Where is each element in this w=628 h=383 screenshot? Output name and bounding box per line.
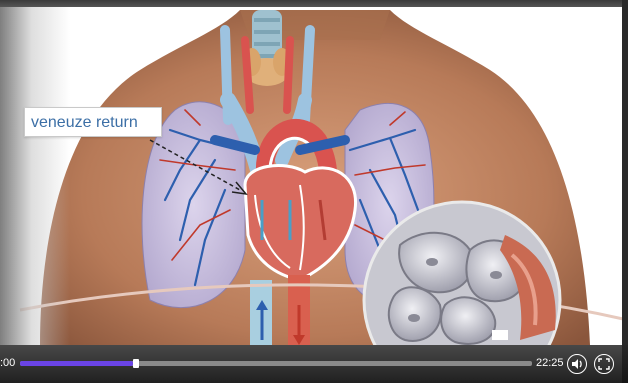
left-edge-fade <box>0 0 70 345</box>
progress-fill <box>20 361 133 366</box>
current-time: :00 <box>0 357 15 369</box>
top-frame-border <box>0 0 628 7</box>
volume-button[interactable] <box>567 354 587 374</box>
progress-handle[interactable] <box>133 359 139 368</box>
total-time: 22:25 <box>536 357 564 369</box>
progress-bar[interactable] <box>20 361 532 366</box>
fullscreen-button[interactable] <box>594 354 614 374</box>
anatomy-illustration <box>0 0 628 345</box>
caption-label: veneuze return <box>24 107 162 137</box>
right-frame-border <box>622 0 628 383</box>
